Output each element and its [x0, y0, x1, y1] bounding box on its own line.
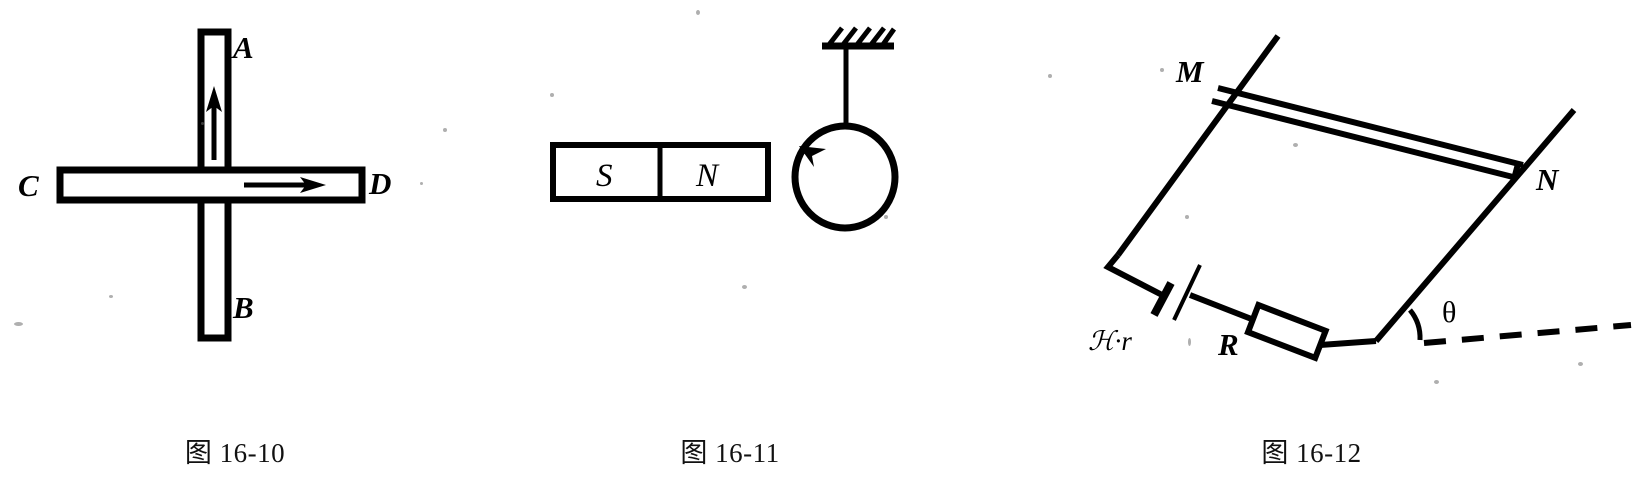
- angle-arc: [1407, 308, 1423, 341]
- loop-current-arrow: [799, 146, 826, 167]
- scan-speck: [443, 128, 447, 132]
- figure-16-11-drawing: S N: [550, 26, 899, 232]
- figure-16-12-drawing: M N θ ℋ·r R: [1088, 34, 1632, 362]
- label-m: M: [1175, 54, 1205, 89]
- figure-16-10-drawing: A B C D: [18, 28, 391, 342]
- wire-battery-resistor: [1188, 292, 1256, 323]
- scan-speck: [1293, 143, 1298, 147]
- caption-16-12: 图 16-12: [1261, 438, 1362, 468]
- label-theta: θ: [1442, 296, 1456, 329]
- scan-speck: [884, 215, 888, 219]
- sliding-rod-mn: [1211, 85, 1524, 181]
- right-rail: [1373, 108, 1577, 343]
- label-n: N: [1535, 162, 1560, 197]
- label-c: C: [18, 168, 39, 203]
- figure-16-12: M N θ ℋ·r R 图 16-12: [990, 0, 1633, 496]
- conducting-loop: [791, 122, 899, 232]
- battery-symbol: [1150, 264, 1202, 321]
- horizontal-current-arrow: [244, 177, 326, 193]
- vertical-current-arrow: [206, 86, 222, 160]
- label-south-pole: S: [596, 158, 613, 194]
- scan-speck: [550, 93, 554, 97]
- label-d: D: [368, 166, 391, 201]
- scan-speck: [696, 10, 700, 15]
- scan-speck: [1160, 68, 1164, 72]
- horizontal-reference-dashed: [1423, 322, 1632, 346]
- label-north-pole: N: [695, 158, 720, 194]
- label-a: A: [231, 30, 254, 65]
- resistor-box: [1244, 301, 1330, 362]
- scan-speck: [420, 182, 423, 185]
- wire-resistor-vertex: [1319, 338, 1377, 348]
- scan-speck: [742, 285, 747, 289]
- scan-speck: [1578, 362, 1583, 366]
- left-rail: [1115, 34, 1281, 257]
- corner-wire-left: [1103, 253, 1168, 300]
- caption-16-10: 图 16-10: [184, 438, 286, 468]
- scan-speck: [109, 295, 113, 298]
- scan-speck: [1048, 74, 1052, 78]
- scan-speck: [201, 122, 204, 125]
- figure-16-10: A B C D 图 16-10: [0, 0, 470, 496]
- label-emf-r: ℋ·r: [1088, 326, 1132, 356]
- label-resistor-r: R: [1217, 327, 1239, 362]
- scan-speck: [1434, 380, 1439, 384]
- label-b: B: [232, 290, 254, 325]
- caption-16-11: 图 16-11: [680, 438, 780, 468]
- scan-speck: [1185, 215, 1189, 219]
- figure-16-11: S N 图 16-11: [470, 0, 990, 496]
- scan-speck: [14, 322, 23, 326]
- ceiling-support: [822, 26, 897, 50]
- scan-speck: [1188, 338, 1191, 346]
